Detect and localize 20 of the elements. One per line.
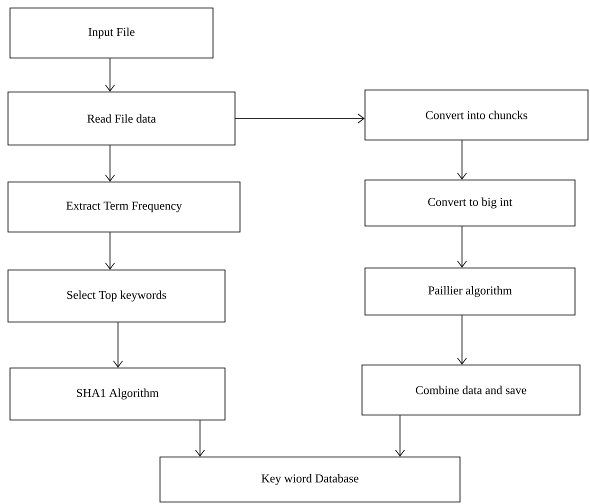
process-box: Key wiord Database [160,456,460,502]
process-box: Convert to big int [364,180,576,226]
arrow [457,226,467,268]
process-box: Combine data and save [362,364,580,416]
arrow [457,140,467,180]
process-box: Read File data [8,92,236,146]
process-box: Convert into chuncks [364,90,588,140]
arrow [105,58,115,92]
arrow [235,114,365,124]
process-box: SHA1 Algorithm [10,368,226,420]
arrow [113,322,123,368]
arrow [457,315,467,365]
process-box: Paillier algorithm [364,268,576,316]
arrow [105,232,115,270]
arrow [105,145,115,182]
process-box: Extract Term Frequency [8,182,240,232]
process-box: Select Top keywords [8,270,226,322]
arrow [395,415,405,457]
arrow [195,420,205,457]
process-box: Input File [10,8,214,58]
